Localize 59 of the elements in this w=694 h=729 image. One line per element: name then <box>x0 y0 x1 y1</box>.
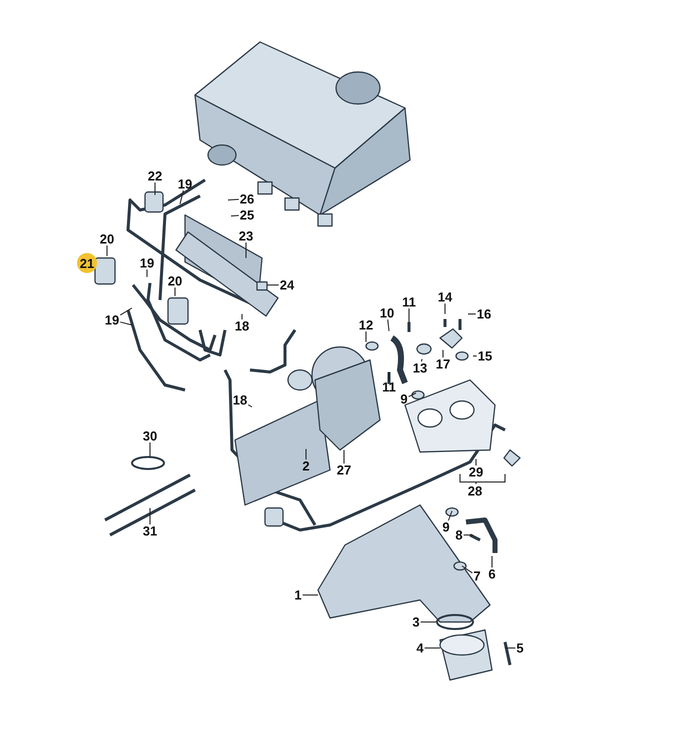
callout-number: 17 <box>434 358 452 370</box>
leader-line <box>174 287 176 296</box>
leader-line <box>408 308 410 322</box>
callout-number: 18 <box>232 394 248 406</box>
leader-line <box>444 303 446 314</box>
leader-line <box>266 284 280 286</box>
callout-number: 30 <box>142 430 158 442</box>
leader-line <box>442 350 444 358</box>
callout-number: 5 <box>515 642 525 654</box>
callout-number: 27 <box>336 464 352 476</box>
callout-number: 15 <box>476 350 494 362</box>
callout-number: 12 <box>358 318 374 332</box>
callout-number: 10 <box>378 306 396 320</box>
callout-number: 9 <box>441 520 451 534</box>
leader-line <box>228 198 240 200</box>
callout-number: 7 <box>472 570 482 582</box>
callout-number: 31 <box>142 524 158 538</box>
leader-line <box>462 566 473 574</box>
leader-line <box>408 392 416 398</box>
callout-number: 20 <box>98 232 116 246</box>
callout-number: 24 <box>278 278 296 292</box>
leader-line <box>448 510 452 521</box>
callout-number: 14 <box>436 290 454 304</box>
leader-line <box>388 372 390 381</box>
callout-number: 20 <box>166 274 184 288</box>
callout-number: 22 <box>146 170 164 182</box>
callout-number: 11 <box>401 296 417 308</box>
leader-line <box>106 245 108 256</box>
leader-line <box>387 319 390 332</box>
leader-line <box>180 190 184 204</box>
leader-line <box>120 322 132 326</box>
callout-number: 4 <box>415 642 425 654</box>
callout-number: 11 <box>381 380 397 394</box>
leader-line <box>463 534 474 536</box>
callout-number: 8 <box>454 528 464 542</box>
callout-number: 16 <box>476 308 492 320</box>
leader-line <box>302 594 318 596</box>
callout-number: 19 <box>176 178 194 190</box>
leader-line <box>146 269 148 278</box>
callout-number: 2 <box>301 460 311 472</box>
callout-number: 19 <box>138 256 156 270</box>
callout-number: 3 <box>411 616 421 628</box>
callout-number: 6 <box>487 568 497 580</box>
callout-number: 28 <box>468 484 482 498</box>
callout-number: 13 <box>412 362 428 374</box>
callout-number: 18 <box>234 320 250 332</box>
leader-line <box>248 404 252 408</box>
callout-number: 1 <box>293 588 303 602</box>
leader-line <box>154 182 156 196</box>
callout-number: 9 <box>399 392 409 406</box>
callout-number: 19 <box>104 314 120 326</box>
leader-line <box>420 358 422 362</box>
callout-number: 25 <box>238 208 256 222</box>
callout-number: 29 <box>468 466 484 478</box>
callout-number: 26 <box>238 192 256 206</box>
highlighted-callout-number: 21 <box>77 253 97 273</box>
callout-number: 23 <box>238 230 254 242</box>
leader-line <box>120 308 132 316</box>
leader-line <box>230 215 240 216</box>
